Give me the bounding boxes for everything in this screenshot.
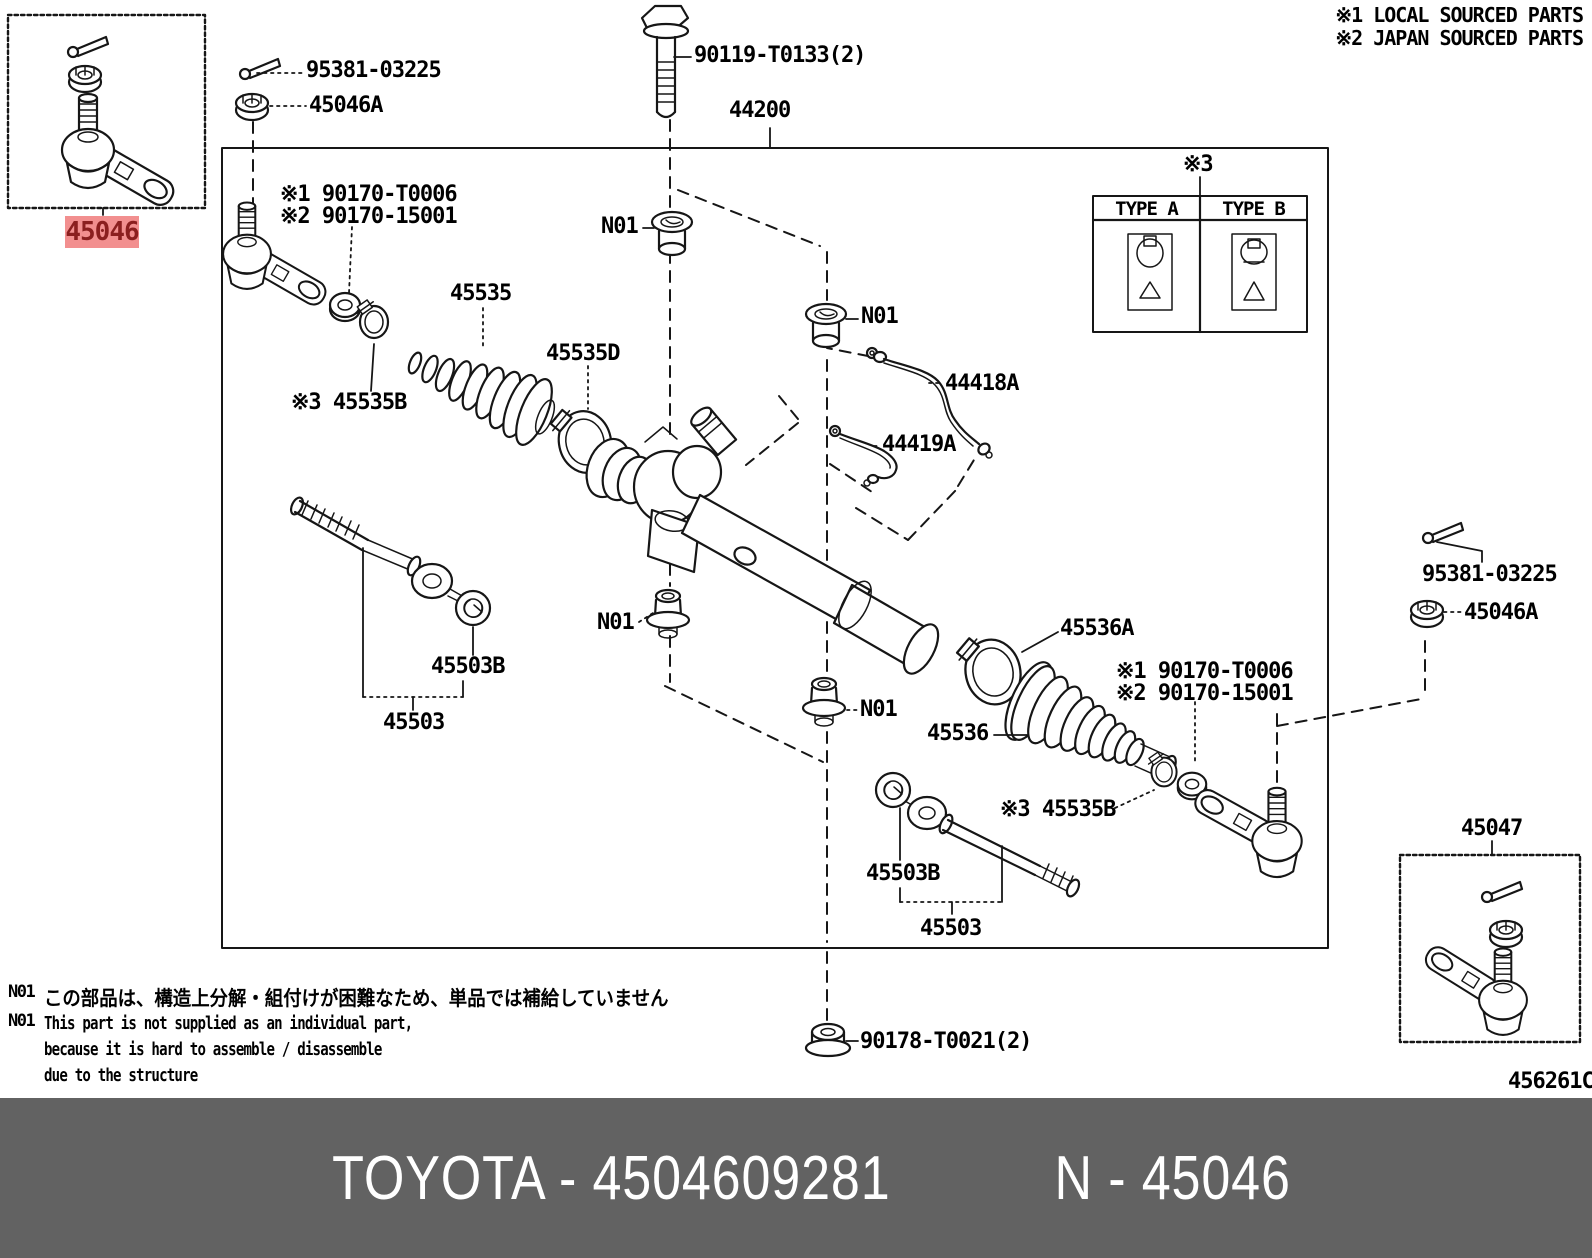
- note-label-n01-b: N01: [861, 304, 899, 329]
- part-label-45046A-right[interactable]: 45046A: [1464, 600, 1538, 625]
- footnote-tag-en: N01: [8, 1011, 36, 1031]
- part-label-45503-left[interactable]: 45503: [383, 710, 445, 735]
- tie-rod-end-preview-drawing: [60, 35, 179, 211]
- part-label-90170-15001-right[interactable]: ※2 90170-15001: [1116, 681, 1294, 706]
- part-label-45535D[interactable]: 45535D: [546, 341, 620, 366]
- mount-nut-drawing: [804, 1022, 852, 1058]
- pressure-pipe-44419A-drawing: [828, 424, 898, 487]
- note-label-n01-d: N01: [860, 697, 898, 722]
- part-label-44419A[interactable]: 44419A: [882, 432, 956, 457]
- grommet-n01-c-drawing: [645, 588, 691, 640]
- part-label-90178-T0021[interactable]: 90178-T0021(2): [860, 1029, 1032, 1054]
- drawing-code: 456261C: [1508, 1069, 1592, 1094]
- inner-tie-rod-left-drawing: [289, 496, 465, 604]
- inner-tie-rod-right-drawing: [899, 795, 1081, 898]
- footnote-block: N01 この部品は、構造上分解・組付けが困難なため、単品では補給していません N0…: [8, 982, 723, 1089]
- part-label-95381-03225-right[interactable]: 95381-03225: [1422, 562, 1558, 587]
- part-label-45503B-right[interactable]: 45503B: [866, 861, 940, 886]
- part-label-45535B-left[interactable]: ※3 45535B: [291, 390, 407, 415]
- footer-part-number: N - 45046: [1054, 1143, 1291, 1213]
- part-label-45503-right[interactable]: 45503: [920, 916, 982, 941]
- part-label-45535B-right[interactable]: ※3 45535B: [1000, 797, 1116, 822]
- footnote-text-jp: この部品は、構造上分解・組付けが困難なため、単品では補給していません: [44, 986, 669, 1010]
- footer-catalog-number: TOYOTA - 4504609281: [332, 1143, 891, 1213]
- part-label-90170-T0006-right[interactable]: ※1 90170-T0006: [1116, 659, 1294, 684]
- part-label-90170-15001-left[interactable]: ※2 90170-15001: [280, 204, 458, 229]
- grommet-n01-d-drawing: [801, 676, 847, 728]
- sourcing-note-japan: ※2 JAPAN SOURCED PARTS: [1335, 26, 1584, 50]
- assembly-outline-box: [221, 147, 1329, 949]
- clamp-type-a-icon: [1127, 233, 1173, 311]
- clamp-type-b-icon: [1231, 233, 1277, 311]
- footnote-tag-jp: N01: [8, 982, 36, 1002]
- part-label-45503B-left[interactable]: 45503B: [431, 654, 505, 679]
- selected-part-label[interactable]: 45046: [65, 216, 140, 248]
- claw-washer-right-drawing: [874, 771, 912, 809]
- part-label-44200[interactable]: 44200: [729, 98, 791, 123]
- tie-rod-end-right-drawing: [1190, 784, 1303, 879]
- sourcing-note-local: ※1 LOCAL SOURCED PARTS: [1335, 3, 1584, 27]
- type-b-header: TYPE B: [1222, 198, 1286, 220]
- grommet-n01-a-drawing: [650, 210, 694, 257]
- leader-lines: [256, 56, 1493, 1042]
- type-table-ref: ※3: [1183, 152, 1214, 177]
- part-label-44418A[interactable]: 44418A: [945, 371, 1019, 396]
- note-label-n01-a: N01: [601, 214, 639, 239]
- pressure-pipe-44418A-drawing: [865, 346, 993, 459]
- selected-part-preview-box: [6, 13, 207, 216]
- part-label-90170-T0006-left[interactable]: ※1 90170-T0006: [280, 182, 458, 207]
- footer-bar: TOYOTA - 4504609281 N - 45046: [0, 1098, 1592, 1258]
- type-table-lines: [1091, 176, 1309, 334]
- claw-washer-left-drawing: [454, 589, 492, 627]
- cotter-pin-left-drawing: [234, 57, 282, 122]
- footnote-text-en3: due to the structure: [44, 1065, 198, 1086]
- sourcing-notes: ※1 LOCAL SOURCED PARTS ※2 JAPAN SOURCED …: [1335, 3, 1584, 50]
- boot-left-drawing: [407, 351, 556, 446]
- type-a-header: TYPE A: [1115, 198, 1179, 220]
- tie-rod-kit-box: [1398, 853, 1582, 1044]
- footnote-text-en1: This part is not supplied as an individu…: [44, 1013, 413, 1034]
- part-label-45536A[interactable]: 45536A: [1060, 616, 1134, 641]
- part-label-45535[interactable]: 45535: [450, 281, 512, 306]
- steering-rack-drawing: [585, 406, 940, 675]
- part-label-90119-T0133[interactable]: 90119-T0133(2): [694, 43, 866, 68]
- grommet-n01-b-drawing: [804, 302, 848, 349]
- lock-nut-left-drawing: [328, 291, 362, 323]
- part-label-45046A-left[interactable]: 45046A: [309, 93, 383, 118]
- part-label-95381-03225-left[interactable]: 95381-03225: [306, 58, 442, 83]
- note-label-n01-c: N01: [597, 610, 635, 635]
- selected-part-number: 45046: [65, 217, 139, 247]
- footnote-text-en2: because it is hard to assemble / disasse…: [44, 1039, 382, 1060]
- mount-bolt-drawing: [640, 4, 690, 119]
- tie-rod-kit-drawing: [1420, 880, 1528, 1036]
- part-label-45047[interactable]: 45047: [1461, 816, 1523, 841]
- part-label-45536[interactable]: 45536: [927, 721, 989, 746]
